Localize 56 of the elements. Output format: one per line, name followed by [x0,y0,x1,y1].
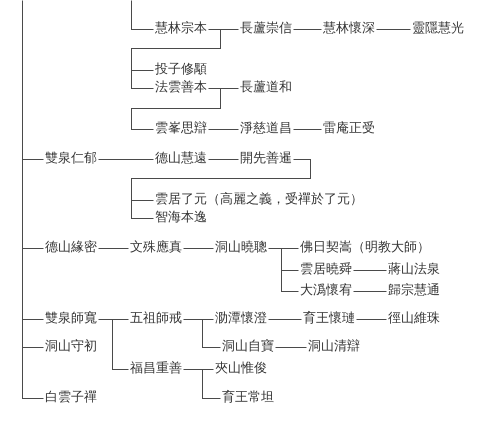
lineage-line [268,248,299,292]
lineage-line [275,347,307,348]
lineage-line [356,319,387,320]
lineage-line [98,159,154,160]
name-label: 夾山惟俊 [215,361,267,377]
name-label: 五祖師戒 [130,311,182,327]
name-label: 福昌重善 [130,361,182,377]
name-label: 歸宗慧通 [388,283,440,299]
name-label: 白雲子禪 [45,390,97,406]
name-label: 德山慧遠 [155,151,207,167]
lineage-line [353,270,387,271]
name-label: 法雲善本 [155,80,207,96]
lineage-line [268,319,302,320]
name-label: 長蘆道和 [240,80,292,96]
name-label: 慧林宗本 [155,21,207,37]
lineage-line [131,88,221,130]
lineage-line [131,159,311,219]
lineage-line [183,248,214,249]
name-label: 洞山守初 [45,339,97,355]
name-label: 徑山維珠 [388,311,440,327]
name-label: 洞山曉聰 [215,240,267,256]
name-label: 德山緣密 [45,240,97,256]
name-label: 泐潭懷澄 [215,311,267,327]
lineage-line [98,319,129,370]
name-label: 蔣山法泉 [388,262,440,278]
lineage-line [293,29,322,30]
name-label: 洞山自寶 [222,339,274,355]
lineage-line [353,291,387,292]
name-label: 洞山清辯 [308,339,360,355]
name-label: 長蘆崇信 [240,21,292,37]
lineage-line [208,159,239,160]
name-label: 雲居曉舜 [300,262,352,278]
name-label: 智海本逸 [155,210,207,226]
name-label: 雙泉師寬 [45,311,97,327]
lineage-line [208,129,239,130]
name-label: 雲峯思辯 [155,121,207,137]
name-label: 雙泉仁郁 [45,151,97,167]
lineage-line [131,0,154,30]
name-label: 淨慈道昌 [240,121,292,137]
lineage-line [183,369,221,399]
name-label: 開先善暹 [240,151,292,167]
lineage-line [98,248,129,249]
lineage-line [293,129,322,130]
lineage-line [376,29,411,30]
name-label: 佛日契嵩（明教大師） [300,240,430,256]
lineage-line [131,29,221,89]
lineage-line [183,319,221,348]
name-label: 大潙懷宥 [300,283,352,299]
name-label: 雲居了元（高麗之義，受禪於了元） [155,192,363,208]
name-label: 雷庵正受 [323,121,375,137]
name-label: 慧林懷深 [323,21,375,37]
name-label: 育王懷璉 [303,311,355,327]
name-label: 靈隱慧光 [412,21,464,37]
name-label: 投子修顒 [155,62,207,78]
name-label: 文殊應真 [130,240,182,256]
name-label: 育王常坦 [222,390,274,406]
